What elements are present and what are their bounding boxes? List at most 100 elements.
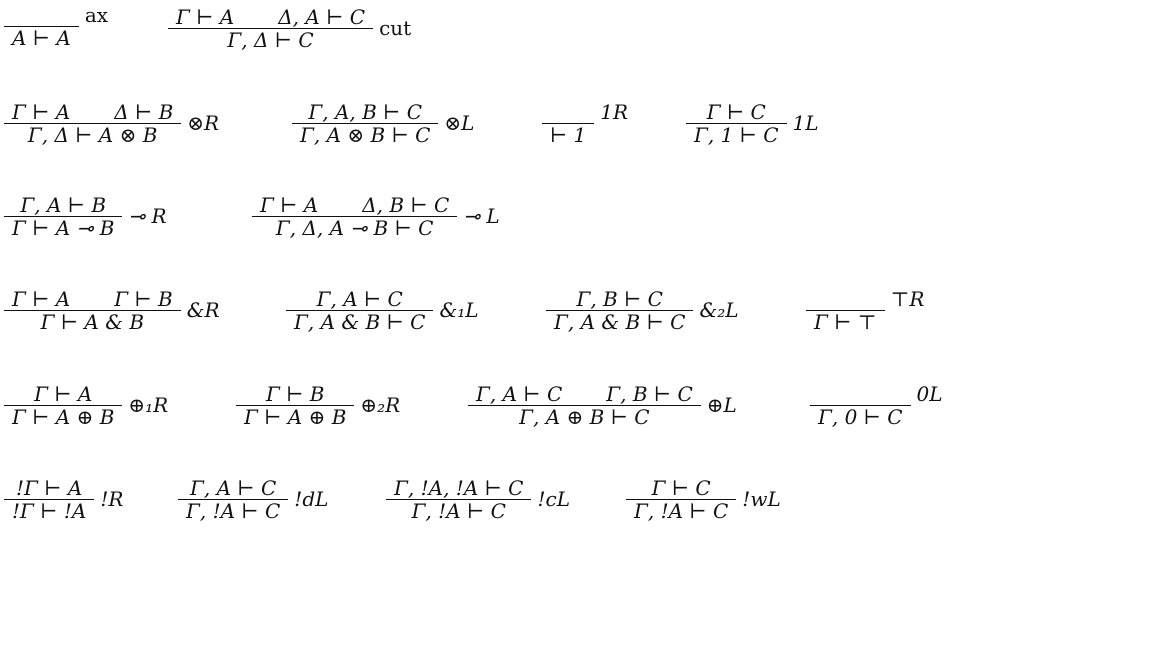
inference-fraction: Γ ⊢ A Γ ⊢ A ⊕ B bbox=[4, 383, 123, 429]
premise: Γ ⊢ A bbox=[12, 287, 71, 311]
conclusion: Γ, !A ⊢ C bbox=[634, 499, 729, 523]
premise: Γ, A ⊢ C bbox=[190, 476, 277, 500]
rule-plus-r2: Γ ⊢ B Γ ⊢ A ⊕ B ⊕₂R bbox=[236, 383, 400, 428]
premises bbox=[33, 4, 49, 26]
inference-bar bbox=[4, 26, 79, 27]
premises: Γ, B ⊢ C bbox=[568, 288, 671, 310]
conclusion: Γ, !A ⊢ C bbox=[186, 499, 281, 523]
inference-bar bbox=[168, 28, 374, 29]
rule-label: &R bbox=[186, 297, 220, 322]
rule-label: 1R bbox=[600, 99, 629, 124]
inference-bar bbox=[252, 216, 458, 217]
inference-fraction: Γ, A ⊢ C Γ, !A ⊢ C bbox=[178, 477, 289, 523]
premises: Γ ⊢ A Δ, A ⊢ C bbox=[168, 6, 373, 28]
rule-zero-l: Γ, 0 ⊢ C 0L bbox=[810, 382, 943, 428]
premise: Δ, A ⊢ C bbox=[278, 5, 366, 29]
inference-fraction: ⊢ 1 bbox=[542, 101, 595, 147]
premises: Γ, A ⊢ C bbox=[182, 477, 284, 499]
premises: !Γ ⊢ A bbox=[8, 477, 90, 499]
conclusion: Γ ⊢ A ⊸ B bbox=[12, 216, 115, 240]
rule-cut: Γ ⊢ A Δ, A ⊢ C Γ, Δ ⊢ C cut bbox=[168, 6, 411, 51]
rule-label: 1L bbox=[792, 110, 819, 135]
inference-bar bbox=[178, 499, 289, 500]
inference-fraction: Γ ⊢ ⊤ bbox=[806, 288, 885, 333]
rule-ax: A ⊢ A ax bbox=[4, 2, 109, 49]
rule-top-r: Γ ⊢ ⊤ ⊤R bbox=[806, 286, 925, 333]
conclusion: Γ ⊢ A ⊕ B bbox=[244, 405, 347, 429]
inference-bar bbox=[4, 499, 95, 500]
premises bbox=[852, 383, 868, 405]
premises: Γ ⊢ A bbox=[26, 383, 100, 405]
conclusion: Γ, Δ ⊢ A ⊗ B bbox=[27, 123, 158, 147]
premises: Γ ⊢ C bbox=[644, 477, 719, 499]
rule-label: !dL bbox=[294, 486, 329, 511]
rule-label: ax bbox=[84, 2, 109, 27]
rule-with-r: Γ ⊢ A Γ ⊢ B Γ ⊢ A & B &R bbox=[4, 288, 220, 333]
premises: Γ ⊢ C bbox=[699, 101, 774, 123]
premise: Γ, B ⊢ C bbox=[576, 287, 663, 311]
rule-label: ⊕₂R bbox=[360, 392, 401, 417]
premise: Γ ⊢ B bbox=[265, 382, 325, 406]
inference-bar bbox=[4, 405, 123, 406]
rule-lolli-r: Γ, A ⊢ B Γ ⊢ A ⊸ B ⊸ R bbox=[4, 194, 167, 239]
conclusion: Γ, 1 ⊢ C bbox=[694, 123, 779, 147]
rule-plus-r1: Γ ⊢ A Γ ⊢ A ⊕ B ⊕₁R bbox=[4, 383, 168, 428]
inference-fraction: Γ ⊢ C Γ, 1 ⊢ C bbox=[686, 101, 787, 146]
conclusion: Γ, !A ⊢ C bbox=[411, 499, 506, 523]
rule-bang-w: Γ ⊢ C Γ, !A ⊢ C !wL bbox=[626, 477, 781, 522]
premises: Γ, A ⊢ C Γ, B ⊢ C bbox=[468, 383, 701, 405]
rule-one-r: ⊢ 1 1R bbox=[542, 99, 629, 147]
rule-label: !cL bbox=[537, 486, 571, 511]
conclusion: Γ, A ⊗ B ⊢ C bbox=[300, 123, 431, 147]
rule-with-l1: Γ, A ⊢ C Γ, A & B ⊢ C &₁L bbox=[286, 288, 479, 333]
premise: Γ, A ⊢ B bbox=[20, 193, 107, 217]
rule-label: cut bbox=[379, 15, 412, 40]
premise: Γ, A, B ⊢ C bbox=[308, 100, 423, 124]
rule-label: ⊗L bbox=[444, 110, 475, 135]
inference-fraction: Γ, A ⊢ C Γ, B ⊢ C Γ, A ⊕ B ⊢ C bbox=[468, 383, 701, 428]
conclusion: !Γ ⊢ !A bbox=[12, 499, 87, 523]
conclusion: Γ, A ⊕ B ⊢ C bbox=[519, 405, 650, 429]
rule-label: ⊕L bbox=[706, 392, 737, 417]
inference-fraction: Γ, A ⊢ B Γ ⊢ A ⊸ B bbox=[4, 193, 123, 240]
rule-label: &₂L bbox=[699, 297, 739, 322]
inference-bar bbox=[546, 310, 694, 311]
premise: Γ ⊢ A bbox=[34, 382, 93, 406]
rule-tensor-r: Γ ⊢ A Δ ⊢ B Γ, Δ ⊢ A ⊗ B ⊗R bbox=[4, 101, 219, 146]
rule-bang-c: Γ, !A, !A ⊢ C Γ, !A ⊢ C !cL bbox=[386, 477, 570, 522]
conclusion: Γ, Δ, A ⊸ B ⊢ C bbox=[275, 216, 434, 240]
inference-bar bbox=[686, 123, 787, 124]
rule-label: ⊸ R bbox=[128, 203, 167, 228]
conclusion: Γ ⊢ A ⊕ B bbox=[12, 405, 115, 429]
inference-fraction: Γ ⊢ A Γ ⊢ B Γ ⊢ A & B bbox=[4, 288, 181, 333]
rule-bang-d: Γ, A ⊢ C Γ, !A ⊢ C !dL bbox=[178, 477, 328, 522]
inference-bar bbox=[4, 310, 181, 311]
premises: Γ, A ⊢ C bbox=[309, 288, 411, 310]
rule-label: ⊤R bbox=[890, 286, 925, 311]
premise: Δ, B ⊢ C bbox=[362, 193, 450, 217]
premise: Δ ⊢ B bbox=[114, 100, 174, 124]
conclusion: ⊢ 1 bbox=[550, 123, 587, 147]
inference-bar bbox=[386, 499, 532, 500]
rule-label: &₁L bbox=[439, 297, 479, 322]
premises: Γ ⊢ A Δ, B ⊢ C bbox=[252, 194, 457, 216]
inference-fraction: Γ ⊢ A Δ, A ⊢ C Γ, Δ ⊢ C bbox=[168, 6, 374, 51]
conclusion: A ⊢ A bbox=[12, 26, 71, 50]
rule-plus-l: Γ, A ⊢ C Γ, B ⊢ C Γ, A ⊕ B ⊢ C ⊕L bbox=[468, 383, 737, 428]
premise: Γ ⊢ C bbox=[706, 100, 766, 124]
inference-fraction: Γ, 0 ⊢ C bbox=[810, 383, 911, 428]
inference-bar bbox=[542, 123, 595, 124]
premises bbox=[837, 288, 853, 310]
premises: Γ ⊢ A Δ ⊢ B bbox=[4, 101, 181, 123]
rule-lolli-l: Γ ⊢ A Δ, B ⊢ C Γ, Δ, A ⊸ B ⊢ C ⊸ L bbox=[252, 194, 500, 239]
rule-label: !wL bbox=[742, 486, 781, 511]
inference-fraction: Γ ⊢ C Γ, !A ⊢ C bbox=[626, 477, 737, 523]
inference-fraction: A ⊢ A bbox=[4, 4, 79, 49]
rule-label: ⊕₁R bbox=[128, 392, 169, 417]
rule-tensor-l: Γ, A, B ⊢ C Γ, A ⊗ B ⊢ C ⊗L bbox=[292, 101, 474, 146]
premise: Γ, A ⊢ C bbox=[476, 382, 563, 406]
premises: Γ ⊢ A Γ ⊢ B bbox=[4, 288, 181, 310]
inference-fraction: Γ, B ⊢ C Γ, A & B ⊢ C bbox=[546, 288, 694, 333]
rule-label: ⊗R bbox=[187, 110, 220, 135]
inference-bar bbox=[806, 310, 885, 311]
